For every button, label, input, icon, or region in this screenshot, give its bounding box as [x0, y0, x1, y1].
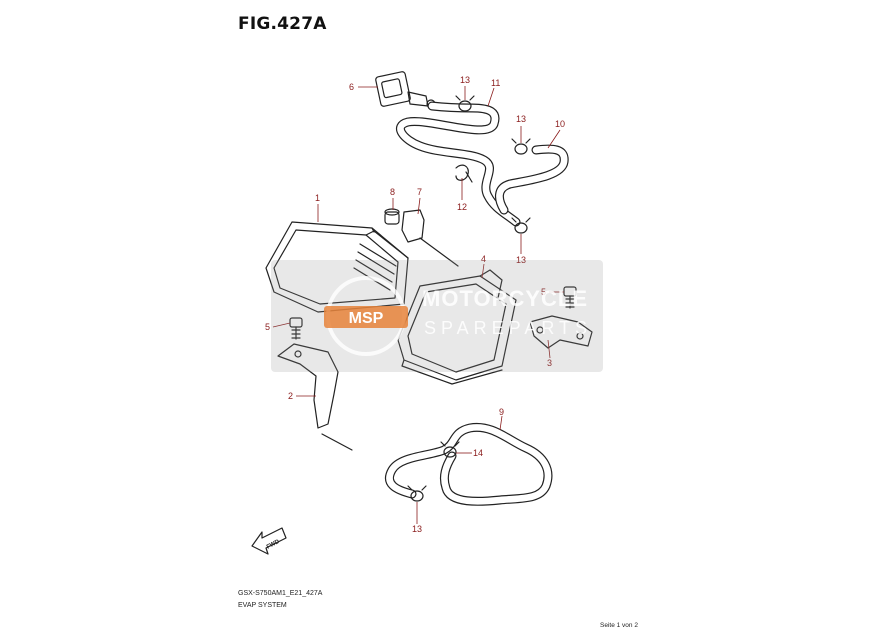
callout-13: 13: [516, 255, 526, 265]
part-1-canister-cover[interactable]: [265, 221, 409, 313]
watermark-logo-text: MSP: [349, 310, 384, 327]
callout-10: 10: [555, 119, 565, 129]
callout-13: 13: [460, 75, 470, 85]
callout-13: 13: [412, 524, 422, 534]
callout-14: 14: [473, 448, 483, 458]
callout-5: 5: [541, 287, 546, 297]
callout-4: 4: [481, 254, 486, 264]
callout-labels: 6 13 11 13 10 1 8 7 12 13 4 5 5 3 2 9 14…: [265, 75, 565, 534]
part-14-clamp[interactable]: [440, 441, 460, 458]
callout-1: 1: [315, 193, 320, 203]
figure-title: FIG.427A: [238, 14, 327, 34]
part-7-bracket[interactable]: [401, 209, 459, 267]
callout-5: 5: [265, 322, 270, 332]
part-3-bracket[interactable]: [529, 315, 593, 349]
part-5-bolt-b[interactable]: [563, 286, 577, 309]
part-13-clamp-a[interactable]: [455, 95, 475, 112]
callout-6: 6: [349, 82, 354, 92]
part-4-canister[interactable]: [397, 269, 517, 385]
page-number: Seite 1 von 2: [600, 622, 638, 629]
part-13-clamp-c[interactable]: [511, 217, 531, 234]
watermark-line1: MOTORCYCLE: [422, 286, 589, 311]
part-13-clamp-d[interactable]: [407, 485, 427, 502]
part-12-clip[interactable]: [455, 164, 473, 183]
part-9-hose[interactable]: [385, 422, 553, 506]
part-5-bolt-a[interactable]: [289, 317, 303, 340]
part-11-hose[interactable]: [396, 101, 521, 227]
part-10-hose[interactable]: [495, 144, 569, 215]
system-name: EVAP SYSTEM: [238, 602, 287, 609]
watermark-line2: SPAREPARTS: [424, 318, 593, 338]
part-6-purge-valve[interactable]: [375, 71, 436, 109]
callout-9: 9: [499, 407, 504, 417]
callout-8: 8: [390, 187, 395, 197]
callout-12: 12: [457, 202, 467, 212]
callout-7: 7: [417, 187, 422, 197]
part-2-bracket[interactable]: [277, 343, 353, 451]
callout-2: 2: [288, 391, 293, 401]
fwd-arrow-icon: FWD: [251, 527, 287, 555]
callout-3: 3: [547, 358, 552, 368]
model-code: GSX-S750AM1_E21_427A: [238, 590, 323, 597]
leader-lines: [272, 86, 564, 524]
part-13-clamp-b[interactable]: [511, 138, 531, 155]
watermark-logo-icon: MSP: [324, 276, 408, 356]
part-8-grommet[interactable]: [384, 208, 400, 225]
callout-13: 13: [516, 114, 526, 124]
callout-11: 11: [491, 78, 500, 88]
